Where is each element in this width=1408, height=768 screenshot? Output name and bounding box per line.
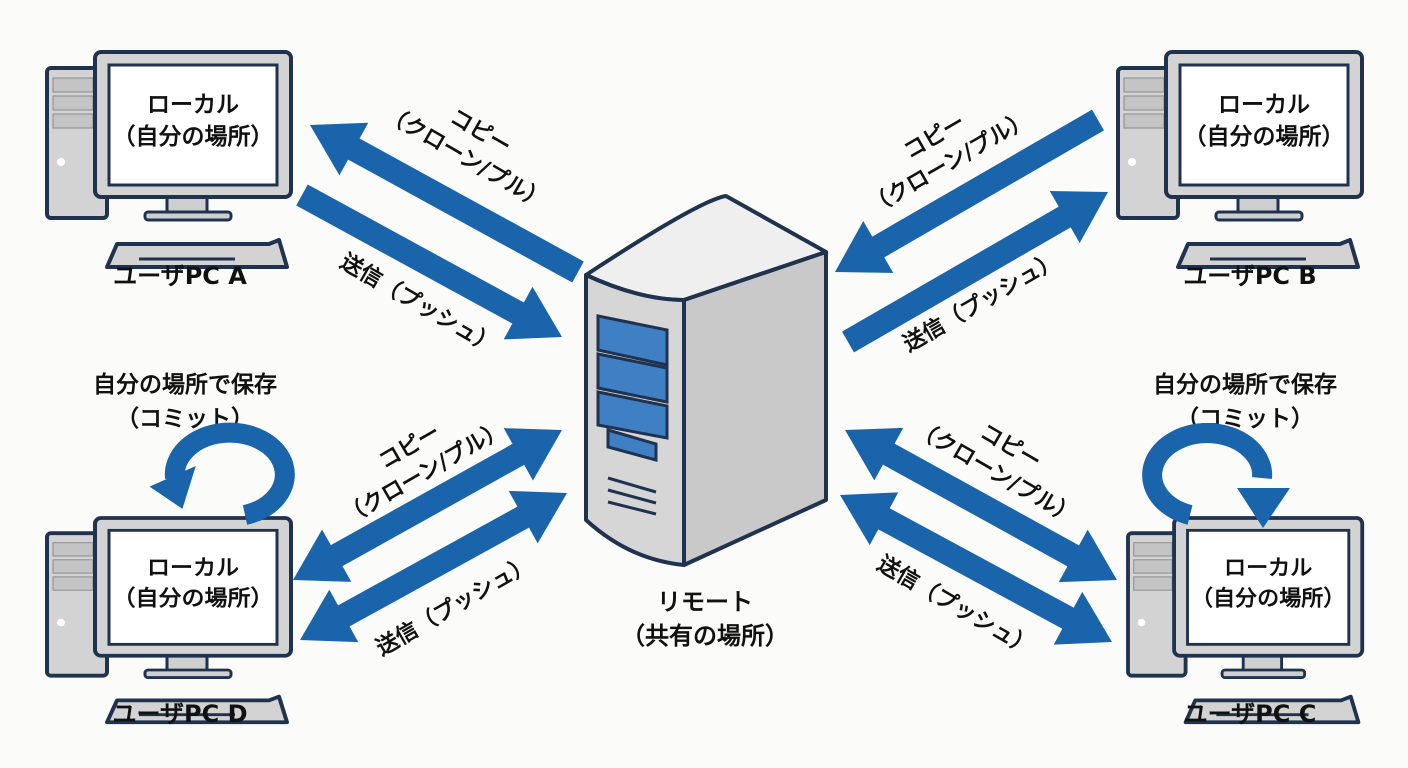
computer-icon	[1126, 516, 1365, 725]
pc-c-label: ユーザPC C	[1184, 700, 1317, 728]
pc-a-screen-line2: （自分の場所）	[113, 123, 274, 150]
commit-loop-arrow-d	[149, 422, 295, 525]
pc-a-screen-line1: ローカル	[147, 92, 239, 118]
pc-a-label: ユーザPC A	[113, 262, 247, 290]
clone-pull-arrow-c	[845, 427, 1117, 583]
push-arrow-d	[300, 490, 567, 643]
push-arrow-c	[840, 492, 1112, 645]
pc-d-screen-line2: （自分の場所）	[113, 586, 274, 611]
pc-b-screen-line1: ローカル	[1218, 92, 1310, 118]
computer-icon	[45, 516, 293, 725]
arrow-layer	[293, 109, 1117, 645]
computer-icon	[1116, 50, 1364, 269]
pc-d-screen-line1: ローカル	[147, 556, 239, 581]
push-arrow-a	[296, 184, 562, 340]
remote-label-line2: （共有の場所）	[621, 622, 789, 650]
pc-b-screen-line2: （自分の場所）	[1184, 123, 1345, 150]
computer-icon	[45, 50, 293, 269]
user-pc-a: ローカル （自分の場所）	[45, 50, 293, 269]
push-arrow-b	[842, 191, 1108, 353]
pc-d-commit-line1: 自分の場所で保存	[93, 371, 277, 398]
user-pc-d: ローカル （自分の場所）	[45, 516, 293, 725]
label-copy-a: コピー （クローン/プル）	[380, 102, 551, 215]
pc-c-screen-line1: ローカル	[1224, 556, 1312, 581]
pc-b-label: ユーザPC B	[1183, 262, 1316, 290]
clone-pull-arrow-a	[310, 122, 584, 283]
user-pc-b: ローカル （自分の場所）	[1116, 50, 1364, 269]
pc-d-label: ユーザPC D	[112, 700, 247, 728]
clone-pull-arrow-d	[293, 428, 562, 582]
clone-pull-arrow-b	[835, 109, 1105, 273]
user-pc-c: ローカル （自分の場所）	[1126, 516, 1365, 725]
pc-c-screen-line2: （自分の場所）	[1191, 586, 1345, 612]
remote-server-icon	[584, 194, 828, 567]
commit-loop-arrow-c	[1142, 423, 1290, 528]
pc-c-commit-line1: 自分の場所で保存	[1153, 371, 1337, 398]
remote-label-line1: リモート	[657, 588, 753, 616]
